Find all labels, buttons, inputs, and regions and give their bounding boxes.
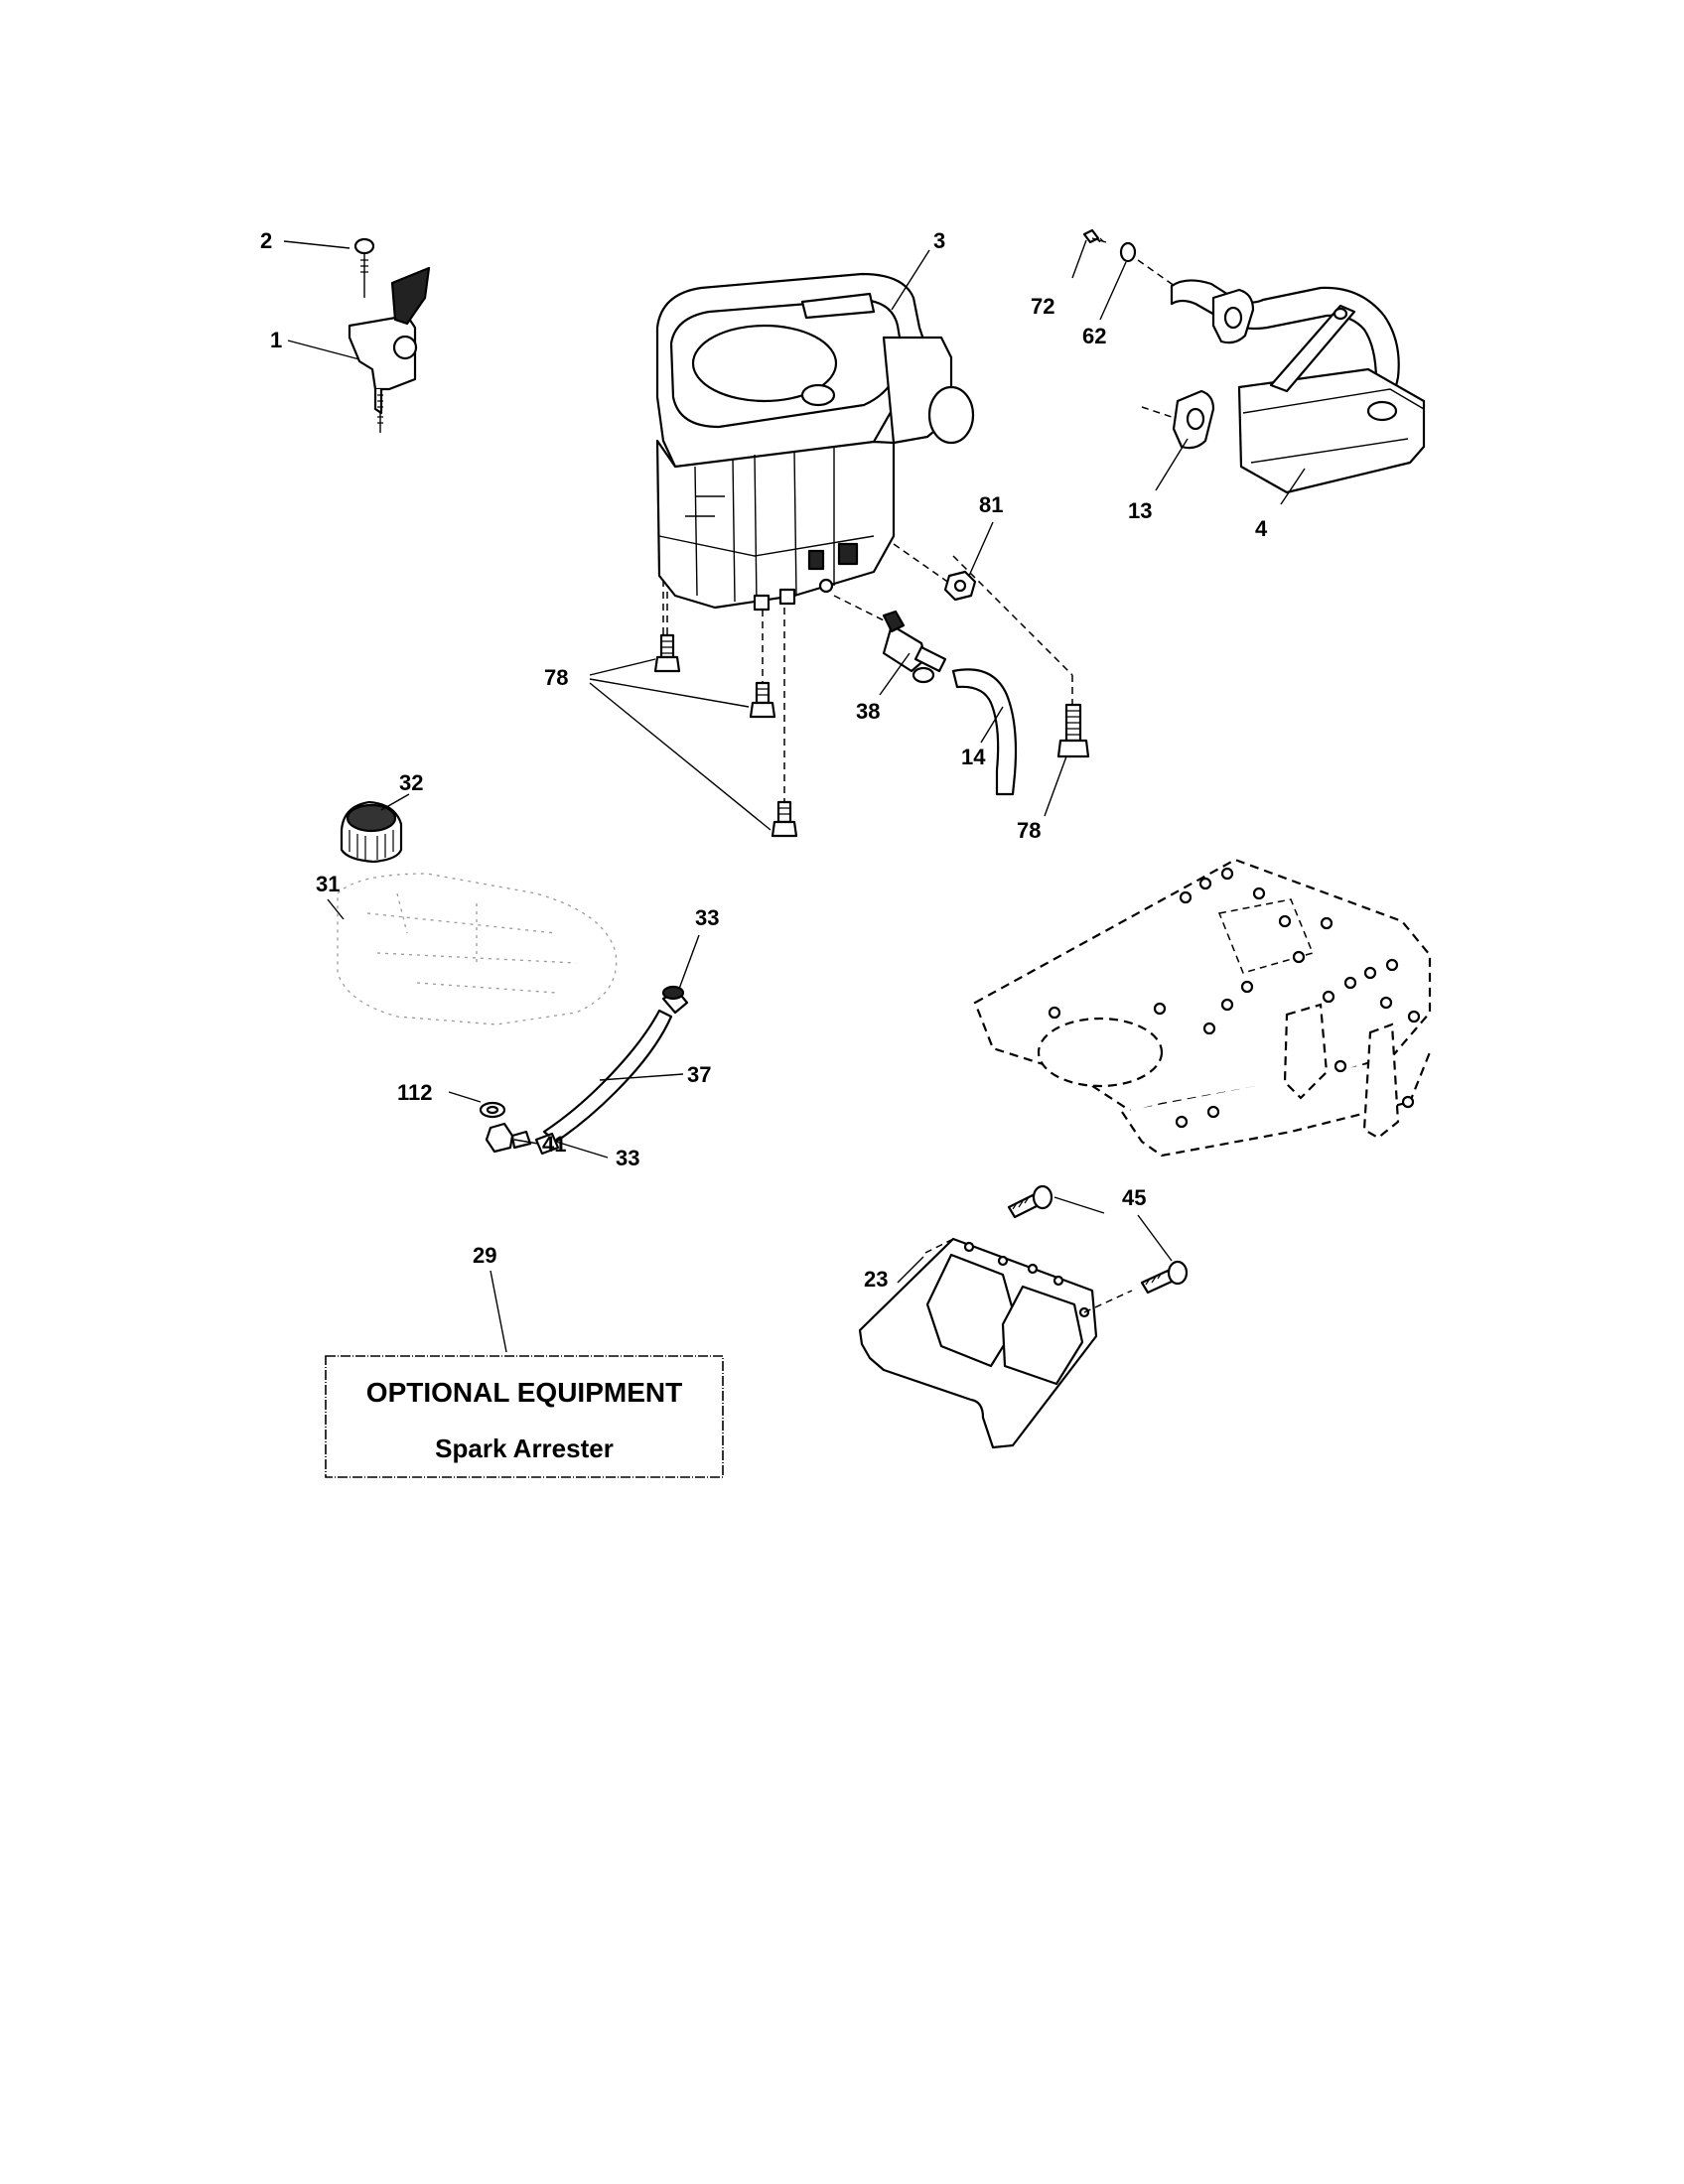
callout-33-bottom: 33	[616, 1146, 639, 1170]
callout-81: 81	[979, 492, 1003, 517]
engine-mount-plate	[973, 858, 1432, 1158]
fuel-line-assembly	[479, 985, 689, 1156]
leader-lines	[283, 239, 1306, 1353]
callout-1: 1	[270, 328, 282, 352]
callout-37: 37	[687, 1062, 711, 1087]
callout-112: 112	[397, 1080, 433, 1105]
callout-3: 3	[933, 228, 945, 253]
callout-labels: 2 1 3 72 62 13 4 81 78 38 14 78 32 31 33…	[260, 228, 1268, 1292]
callout-4: 4	[1255, 516, 1268, 541]
callout-14: 14	[961, 745, 986, 769]
callout-23: 23	[864, 1267, 888, 1292]
callout-78-right: 78	[1017, 818, 1041, 843]
callout-31: 31	[316, 872, 340, 896]
callout-29: 29	[473, 1243, 496, 1268]
callout-38: 38	[856, 699, 880, 724]
callout-41: 41	[542, 1132, 566, 1157]
callout-78-left: 78	[544, 665, 568, 690]
callout-2: 2	[260, 228, 272, 253]
callout-13: 13	[1128, 498, 1152, 523]
optional-equipment-item: Spark Arrester	[435, 1433, 614, 1463]
nut-81	[893, 543, 977, 602]
optional-equipment-box: OPTIONAL EQUIPMENT Spark Arrester	[325, 1355, 724, 1478]
mount-holes	[1048, 867, 1421, 1129]
callout-45: 45	[1122, 1185, 1146, 1210]
heat-shield-assembly	[858, 1184, 1189, 1449]
callout-32: 32	[399, 770, 423, 795]
throttle-control-assembly	[348, 237, 431, 433]
callout-33-top: 33	[695, 905, 719, 930]
callout-72: 72	[1031, 294, 1054, 319]
engine	[655, 272, 975, 635]
optional-equipment-title: OPTIONAL EQUIPMENT	[366, 1377, 682, 1408]
engine-bolts-78	[653, 592, 1090, 838]
callout-62: 62	[1082, 324, 1106, 348]
fuel-filter-and-hose	[833, 555, 1073, 796]
muffler-assembly	[1082, 228, 1426, 494]
fuel-tank-assembly	[337, 800, 618, 1025]
